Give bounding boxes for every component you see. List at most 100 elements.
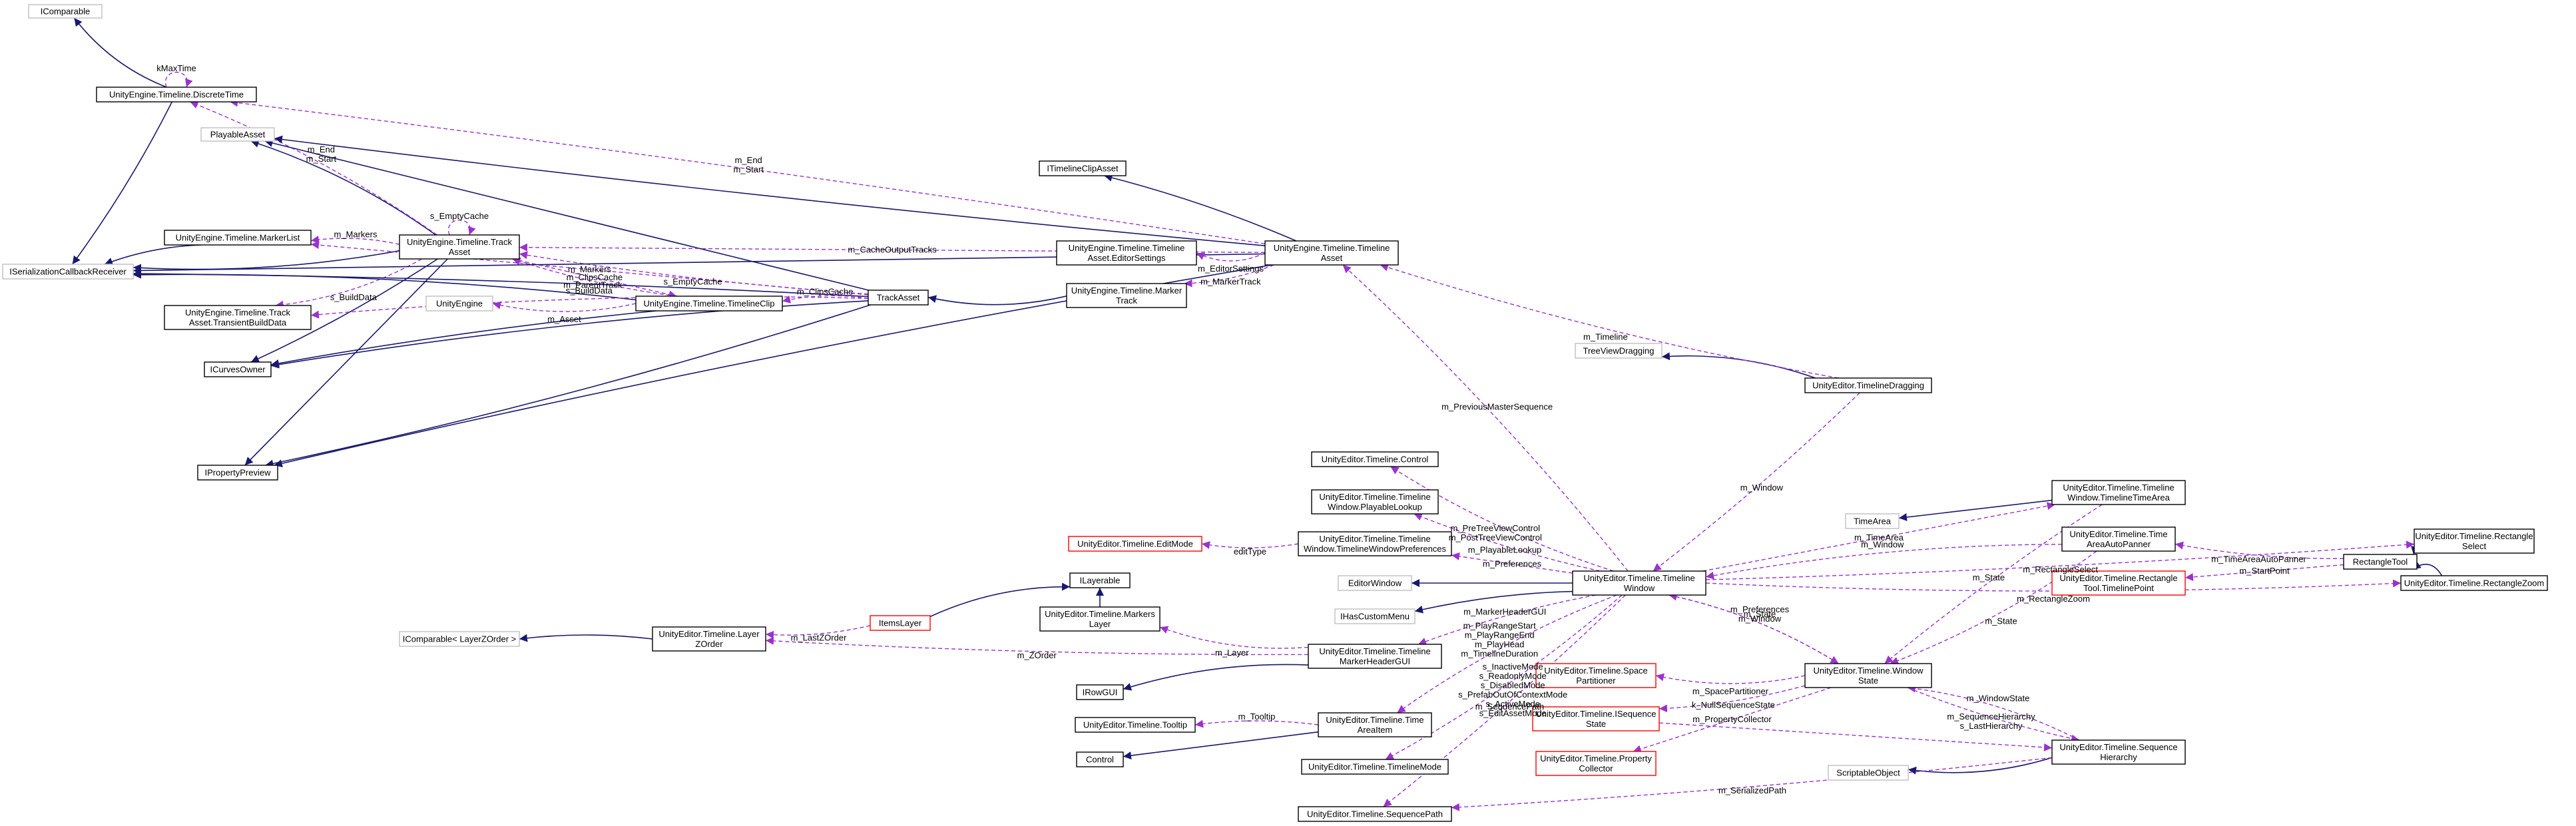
node-timeline-dragging[interactable]: UnityEditor.TimelineDragging (1804, 377, 1932, 393)
node-label: Partitioner (1576, 676, 1616, 686)
node-iproperty-preview[interactable]: IPropertyPreview (197, 465, 278, 481)
node-tooltip[interactable]: UnityEditor.Timeline.Tooltip (1075, 717, 1196, 733)
node-ilayerable[interactable]: ILayerable (1069, 572, 1131, 588)
edge-window-state-to-space-partitioner (1655, 673, 1806, 684)
node-box (652, 626, 766, 652)
node-tree-view-dragging[interactable]: TreeViewDragging (1575, 343, 1663, 359)
edge-label: m_RectangleZoom (2017, 594, 2090, 604)
node-icurves-owner[interactable]: ICurvesOwner (204, 361, 272, 377)
node-timeline-time-area[interactable]: UnityEditor.Timeline.TimelineWindow.Time… (2051, 480, 2186, 505)
node-items-layer[interactable]: ItemsLayer (870, 615, 931, 631)
node-box (1334, 608, 1416, 624)
node-box (1075, 717, 1196, 733)
node-box (1076, 751, 1124, 767)
node-rectangle-select[interactable]: UnityEditor.Timeline.RectangleSelect (2414, 528, 2535, 554)
node-editor-settings[interactable]: UnityEngine.Timeline.TimelineAsset.Edito… (1056, 240, 1197, 266)
node-box (2414, 528, 2535, 554)
edge-label: k_NullSequenceState (1692, 700, 1775, 710)
edge-label: s_EmptyCache (430, 211, 489, 221)
edge-label: m_State (1744, 609, 1776, 619)
node-label: ITimelineClipAsset (1047, 164, 1119, 174)
node-label: AreaItem (1358, 725, 1393, 735)
node-sequence-hierarchy[interactable]: UnityEditor.Timeline.SequenceHierarchy (2051, 739, 2186, 765)
node-box (1068, 536, 1202, 552)
node-box (1804, 663, 1932, 688)
edge-track-asset-to-transient-build-data (310, 296, 869, 319)
node-editor-window[interactable]: EditorWindow (1338, 575, 1412, 591)
node-label: State (1586, 719, 1606, 729)
edge-track-asset-ns-to-icurves-owner (250, 258, 438, 363)
node-timeline-mode[interactable]: UnityEditor.Timeline.TimelineMode (1301, 759, 1449, 775)
node-label: UnityEngine.Timeline.Timeline (1274, 243, 1390, 253)
node-label: UnityEditor.Timeline.ISequence (1536, 709, 1657, 719)
node-label: UnityEngine.Timeline.Marker (1071, 286, 1182, 296)
node-layer-zorder[interactable]: UnityEditor.Timeline.LayerZOrder (652, 626, 766, 652)
edge-window-state-to-sequence-hierarchy (1907, 687, 2080, 743)
node-window-preferences[interactable]: UnityEditor.Timeline.TimelineWindow.Time… (1298, 531, 1452, 556)
edge-timeline-asset-to-marker-track (1184, 264, 1274, 288)
node-timeline-window[interactable]: UnityEditor.Timeline.TimelineWindow (1572, 570, 1706, 596)
node-marker-track[interactable]: UnityEngine.Timeline.MarkerTrack (1066, 283, 1187, 308)
node-marker-header-gui[interactable]: UnityEditor.Timeline.TimelineMarkerHeade… (1308, 644, 1442, 669)
edge-label: m_PostTreeViewControl (1449, 532, 1542, 542)
node-timeline-point[interactable]: UnityEditor.Timeline.RectangleTool.Timel… (2051, 570, 2186, 596)
node-label: UnityEditor.Timeline.EditMode (1077, 539, 1193, 549)
edge-timeline-window-to-time-area-item (1397, 594, 1617, 714)
node-playable-lookup[interactable]: UnityEditor.Timeline.TimelineWindow.Play… (1311, 489, 1439, 515)
edge-timeline-time-area-to-window-state (1884, 504, 2103, 664)
edge-timeline-dragging-to-timeline-asset (1380, 263, 1839, 379)
edge-discrete-time-to-discrete-time (164, 71, 193, 88)
node-icomparable-layer[interactable]: IComparable< LayerZOrder > (399, 631, 520, 647)
node-rectangle-zoom[interactable]: UnityEditor.Timeline.RectangleZoom (2400, 575, 2548, 591)
node-track-asset[interactable]: TrackAsset (868, 290, 929, 306)
node-iserialization[interactable]: ISerializationCallbackReceiver (2, 264, 134, 280)
node-irow-gui[interactable]: IRowGUI (1076, 684, 1124, 700)
edge-timeline-window-to-playable-lookup (1414, 513, 1601, 572)
node-discrete-time[interactable]: UnityEngine.Timeline.DiscreteTime (96, 87, 257, 103)
node-space-partitioner[interactable]: UnityEditor.Timeline.SpacePartitioner (1535, 663, 1657, 688)
node-label: Collector (1579, 763, 1613, 773)
node-playable-asset[interactable]: PlayableAsset (200, 127, 275, 142)
edge-label: m_ZOrder (1017, 650, 1057, 660)
edge-label: m_PlayHead (1475, 639, 1524, 649)
node-time-area[interactable]: TimeArea (1845, 513, 1900, 529)
node-control[interactable]: UnityEditor.Timeline.Control (1311, 451, 1439, 467)
edge-track-asset-ns-to-iserialization (132, 250, 400, 272)
edge-track-asset-to-timeline-clip (782, 295, 869, 304)
node-label: UnityEngine.Timeline.DiscreteTime (109, 90, 244, 100)
node-window-state[interactable]: UnityEditor.Timeline.WindowState (1804, 663, 1932, 688)
node-label: IRowGUI (1083, 688, 1118, 698)
edge-window-state-to-isequence-state (1659, 685, 1806, 713)
node-label: EditorWindow (1348, 578, 1402, 588)
node-label: Track (1116, 296, 1138, 306)
node-scriptable-object[interactable]: ScriptableObject (1828, 765, 1909, 781)
edge-timeline-clip-to-unity-engine (492, 301, 637, 312)
node-box (1338, 575, 1412, 591)
node-label: UnityEditor.Timeline.Markers (1045, 609, 1155, 619)
node-icomparable[interactable]: IComparable (28, 4, 103, 19)
node-timeline-clip[interactable]: UnityEngine.Timeline.TimelineClip (635, 296, 783, 311)
edge-timeline-dragging-to-timeline-window (1653, 392, 1860, 572)
node-box (1804, 377, 1932, 393)
node-itimeline-clip-asset[interactable]: ITimelineClipAsset (1039, 160, 1127, 176)
node-marker-list[interactable]: UnityEngine.Timeline.MarkerList (164, 230, 312, 246)
node-edit-mode[interactable]: UnityEditor.Timeline.EditMode (1068, 536, 1202, 552)
node-sequence-path[interactable]: UnityEditor.Timeline.SequencePath (1298, 806, 1452, 822)
node-time-area-auto-panner[interactable]: UnityEditor.Timeline.TimeAreaAutoPanner (2061, 526, 2176, 552)
node-control-base[interactable]: Control (1076, 751, 1124, 767)
node-property-collector[interactable]: UnityEditor.Timeline.PropertyCollector (1535, 751, 1657, 776)
edge-label: m_TimeAreaAutoPanner (2211, 554, 2306, 564)
edge-label: s_BuildData (566, 286, 613, 296)
node-rectangle-tool[interactable]: RectangleTool (2343, 554, 2418, 570)
node-transient-build-data[interactable]: UnityEngine.Timeline.TrackAsset.Transien… (164, 305, 312, 330)
node-unity-engine[interactable]: UnityEngine (425, 296, 493, 311)
node-ihas-custom-menu[interactable]: IHasCustomMenu (1334, 608, 1416, 624)
node-label: UnityEditor.Timeline.Timeline (2063, 483, 2174, 493)
node-track-asset-ns[interactable]: UnityEngine.Timeline.TrackAsset (399, 234, 520, 260)
node-label: ScriptableObject (1836, 768, 1900, 778)
